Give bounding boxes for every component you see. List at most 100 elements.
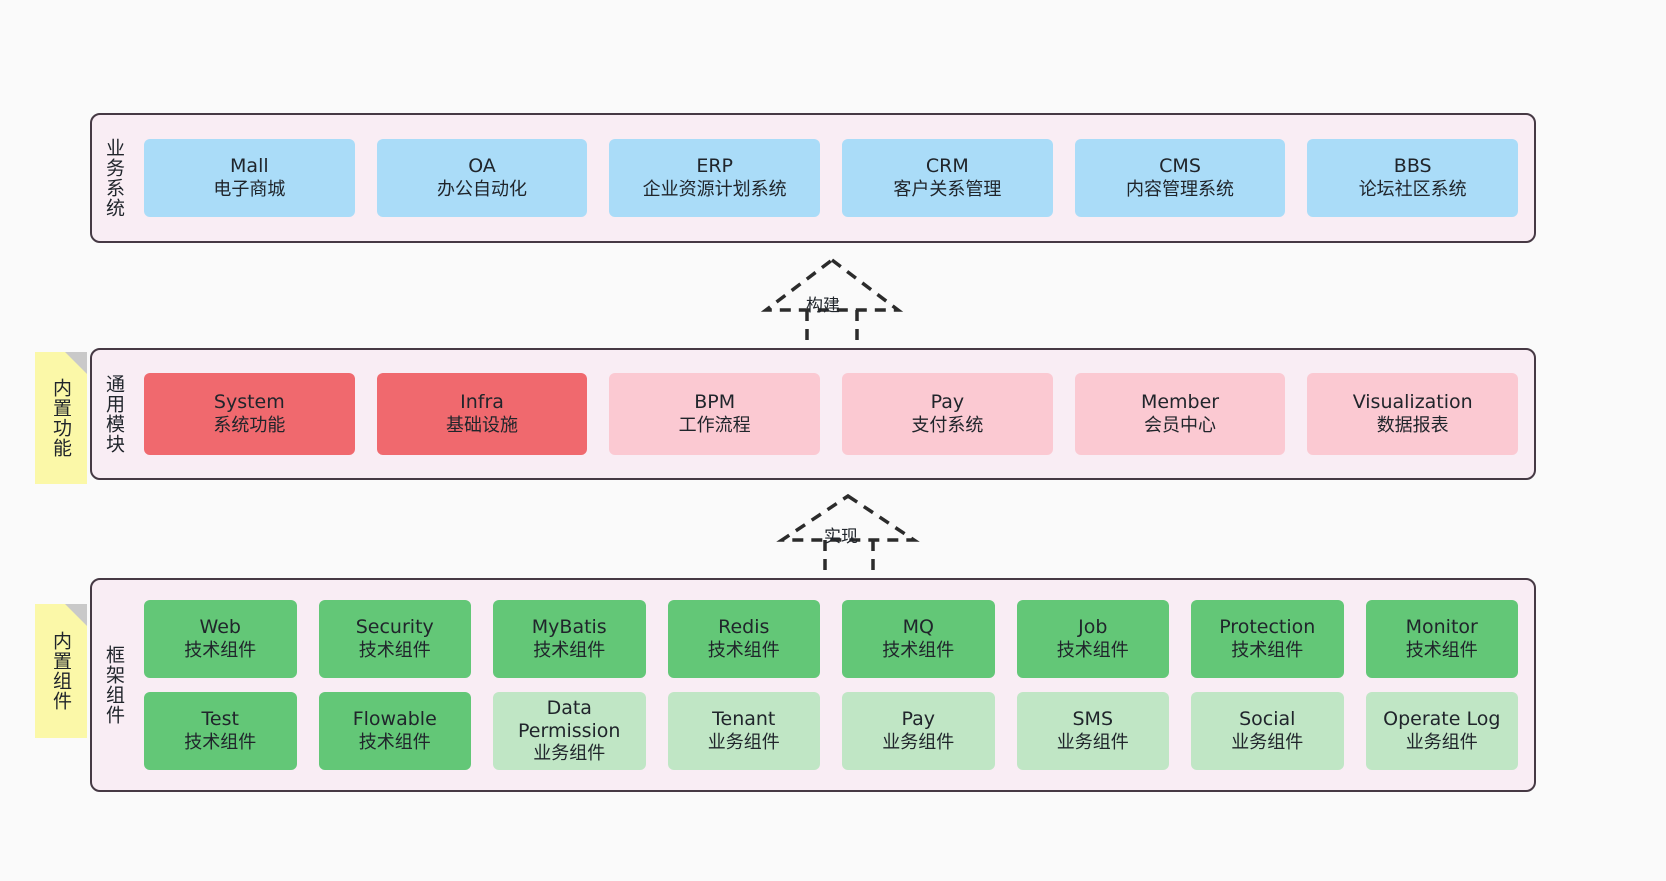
node-subtitle: 基础设施 [446, 414, 518, 436]
node-title: Protection [1219, 616, 1316, 639]
sticky-note-builtin-components-label: 内置组件 [50, 631, 73, 711]
sticky-note-builtin-components: 内置组件 [35, 604, 87, 738]
node-subtitle: 支付系统 [911, 414, 984, 436]
layer-title-business-systems: 业务系统 [103, 138, 126, 218]
node-title: Visualization [1352, 391, 1473, 414]
node-title: BPM [694, 391, 736, 414]
node-title: Flowable [352, 708, 437, 731]
node-subtitle: 技术组件 [1231, 639, 1304, 661]
node-title: Social [1239, 708, 1296, 731]
node-title: Mall [230, 155, 269, 178]
node-subtitle: 业务组件 [533, 743, 606, 765]
node-title: Job [1078, 616, 1108, 639]
connector-implement: 实现 [768, 488, 928, 580]
node-title: Tenant [712, 708, 776, 731]
node-title: Data Permission [518, 696, 621, 743]
node-subtitle: 工作流程 [678, 414, 751, 436]
node-title: Web [199, 616, 241, 639]
node-title: Monitor [1405, 616, 1478, 639]
node-subtitle: 技术组件 [184, 639, 257, 661]
node-title: Infra [460, 391, 504, 414]
layer-title-common-modules: 通用模块 [103, 374, 126, 454]
node-subtitle: 技术组件 [533, 639, 606, 661]
node-subtitle: 技术组件 [1056, 639, 1129, 661]
node-subtitle: 业务组件 [707, 731, 780, 753]
node-title: Pay [930, 391, 965, 414]
node-subtitle: 技术组件 [358, 731, 431, 753]
node-title: SMS [1072, 708, 1113, 731]
layer-title-framework-components: 框架组件 [103, 645, 126, 725]
node-subtitle: 办公自动化 [437, 178, 527, 200]
node-subtitle: 业务组件 [1405, 731, 1478, 753]
connector-build-label: 构建 [806, 296, 840, 316]
node-subtitle: 业务组件 [882, 731, 955, 753]
node-title: CMS [1159, 155, 1201, 178]
sticky-note-builtin-features-label: 内置功能 [50, 378, 73, 458]
node-subtitle: 企业资源计划系统 [642, 178, 787, 200]
node-subtitle: 数据报表 [1376, 414, 1449, 436]
node-subtitle: 业务组件 [1056, 731, 1129, 753]
node-subtitle: 技术组件 [1405, 639, 1478, 661]
node-title: Security [355, 616, 434, 639]
folded-corner-icon [65, 604, 87, 626]
node-title: BBS [1393, 155, 1432, 178]
dashed-generalization-arrow-icon [760, 257, 904, 352]
node-title: Member [1140, 391, 1220, 414]
node-subtitle: 业务组件 [1231, 731, 1304, 753]
node-subtitle: 论坛社区系统 [1358, 178, 1467, 200]
node-title: Operate Log [1383, 708, 1501, 731]
sticky-note-builtin-features: 内置功能 [35, 352, 87, 484]
node-title: System [213, 391, 285, 414]
node-title: Test [201, 708, 239, 731]
node-title: Redis [718, 616, 770, 639]
node-subtitle: 技术组件 [707, 639, 780, 661]
dashed-generalization-arrow-icon [776, 493, 920, 580]
node-title: MQ [902, 616, 934, 639]
node-subtitle: 系统功能 [213, 414, 286, 436]
node-title: ERP [696, 155, 734, 178]
connector-implement-label: 实现 [824, 527, 858, 547]
node-subtitle: 客户关系管理 [893, 178, 1002, 200]
node-subtitle: 内容管理系统 [1126, 178, 1235, 200]
connector-build: 构建 [752, 252, 912, 352]
node-title: Pay [901, 708, 936, 731]
node-subtitle: 技术组件 [184, 731, 257, 753]
